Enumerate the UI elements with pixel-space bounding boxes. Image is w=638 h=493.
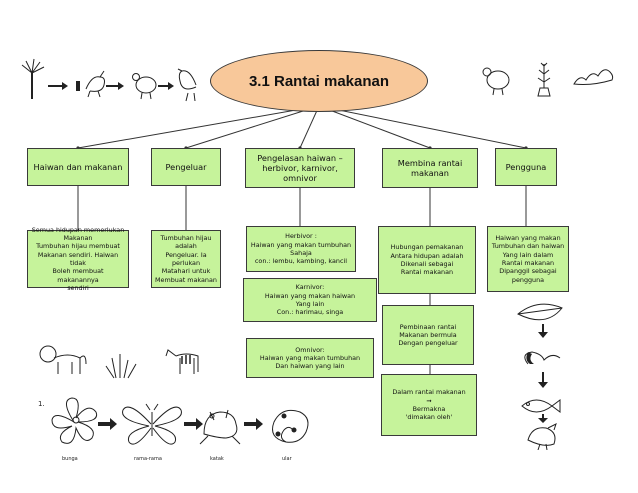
bottom-food-chain-illustration (51, 397, 309, 445)
detail-pembinaan-rantai: Pembinaan rantai Makanan bermula Dengan … (382, 305, 474, 365)
label-ular: ular (282, 456, 292, 462)
header-membina-rantai: Membina rantai makanan (382, 148, 478, 188)
detail-omnivor: Omnivor: Haiwan yang makan tumbuhan Dan … (246, 338, 374, 378)
detail-hubungan-pemakanan: Hubungan pemakanan Antara hidupan adalah… (378, 226, 476, 294)
label-bunga: bunga (62, 456, 78, 462)
detail-pengeluar: Tumbuhan hijau adalah Pengeluar. Ia perl… (151, 230, 221, 288)
top-food-chain-illustration (21, 58, 197, 102)
right-food-chain-illustration (517, 303, 563, 450)
header-pengelasan-haiwan: Pengelasan haiwan – herbivor, karnivor, … (245, 148, 355, 188)
detail-dalam-rantai-makanan: Dalam rantai makanan ➞ Bermakna 'dimakan… (381, 374, 477, 436)
detail-pengguna: Haiwan yang makan Tumbuhan dan haiwan Ya… (487, 226, 569, 292)
detail-herbivor: Herbivor : Haiwan yang makan tumbuhan Sa… (246, 226, 356, 272)
label-katak: katak (210, 456, 224, 462)
header-pengeluar: Pengeluar (151, 148, 221, 186)
animals-illustration (39, 345, 199, 379)
main-title: 3.1 Rantai makanan (210, 50, 428, 112)
detail-haiwan-dan-makanan: Semua hidupan memerlukan Makanan Tumbuha… (27, 226, 129, 292)
header-pengguna: Pengguna (495, 148, 557, 186)
top-right-illustration (482, 62, 614, 97)
header-haiwan-dan-makanan: Haiwan dan makanan (27, 148, 129, 186)
label-rama-rama: rama-rama (134, 456, 162, 462)
chain-number: 1. (38, 400, 45, 408)
detail-karnivor: Karnivor: Haiwan yang makan haiwan Yang … (243, 278, 377, 322)
